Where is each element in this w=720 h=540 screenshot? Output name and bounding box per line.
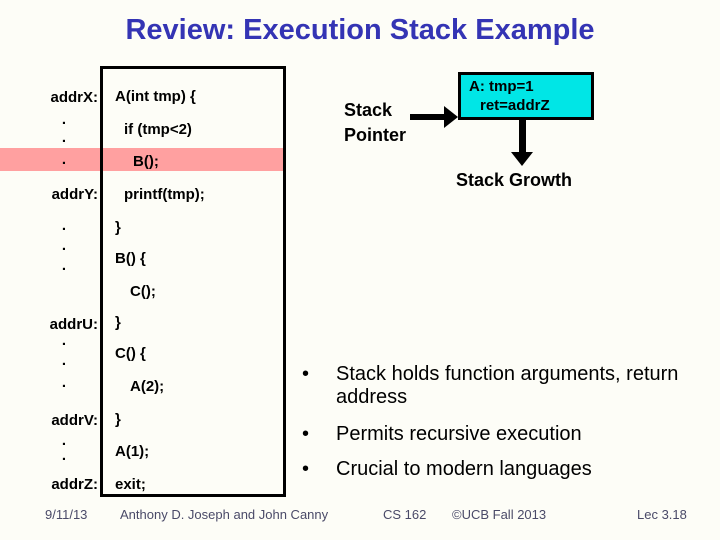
stack-pointer-arrowhead-icon — [444, 106, 458, 128]
footer-copyright: ©UCB Fall 2013 — [452, 507, 547, 522]
footer-date: 9/11/13 — [45, 507, 88, 522]
bullet-dot-icon: • — [302, 458, 310, 480]
bullet-dot-icon: • — [302, 423, 310, 445]
code-line: } — [115, 219, 121, 236]
code-line: A(int tmp) { — [115, 88, 196, 105]
code-line: if (tmp<2) — [124, 121, 192, 138]
gutter-label-addrU: addrU: — [49, 316, 98, 333]
stack-frame-line1: A: tmp=1 — [469, 78, 534, 95]
gutter-dot: . — [61, 237, 67, 254]
bullet-dot-icon: • — [302, 363, 310, 385]
footer-authors: Anthony D. Joseph and John Canny — [120, 507, 329, 522]
gutter-label-addrV: addrV: — [51, 412, 98, 429]
code-line: C() { — [115, 345, 146, 362]
stack-frame-box: A: tmp=1 ret=addrZ — [458, 72, 594, 120]
code-line: exit; — [115, 476, 146, 493]
stack-pointer-label: Stack Pointer — [344, 100, 407, 145]
footer-slide-number: Lec 3.18 — [637, 507, 687, 522]
gutter-dot: . — [61, 129, 67, 146]
gutter-dot: . — [61, 151, 67, 168]
gutter-dot: . — [61, 374, 67, 391]
current-line-highlight — [0, 148, 284, 171]
gutter-label-addrZ: addrZ: — [51, 476, 98, 493]
gutter-dot: . — [61, 111, 67, 128]
stack-growth-arrow-icon — [519, 120, 526, 153]
stack-growth-arrowhead-icon — [511, 152, 533, 166]
gutter-dot: . — [61, 332, 67, 349]
stack-growth-label: Stack Growth — [456, 170, 573, 190]
code-line: A(2); — [130, 378, 165, 395]
bullet-item: • Crucial to modern languages — [302, 458, 680, 481]
gutter-dot: . — [61, 352, 67, 369]
code-line: } — [115, 314, 121, 331]
bullet-text: Crucial to modern languages — [336, 458, 592, 480]
bullet-item: • Stack holds function arguments, return… — [302, 363, 680, 409]
code-line-highlighted: B(); — [133, 153, 159, 170]
gutter-dot: . — [61, 447, 67, 464]
code-box — [100, 66, 286, 497]
gutter-dot: . — [61, 432, 67, 449]
code-line: B() { — [115, 250, 146, 267]
gutter-dot: . — [61, 257, 67, 274]
code-line: C(); — [130, 283, 156, 300]
footer-course: CS 162 — [383, 507, 427, 522]
stack-frame-line2: ret=addrZ — [480, 97, 550, 114]
gutter-label-addrX: addrX: — [50, 89, 98, 106]
bullet-item: • Permits recursive execution — [302, 423, 680, 446]
code-line: printf(tmp); — [124, 186, 205, 203]
gutter-dot: . — [61, 217, 67, 234]
bullet-text: Stack holds function arguments, return a… — [336, 363, 679, 408]
stack-pointer-arrow-icon — [410, 114, 446, 120]
bullet-text: Permits recursive execution — [336, 423, 582, 445]
code-line: A(1); — [115, 443, 150, 460]
gutter-label-addrY: addrY: — [51, 186, 98, 203]
code-line: } — [115, 411, 121, 428]
slide-title: Review: Execution Stack Example — [125, 14, 595, 46]
